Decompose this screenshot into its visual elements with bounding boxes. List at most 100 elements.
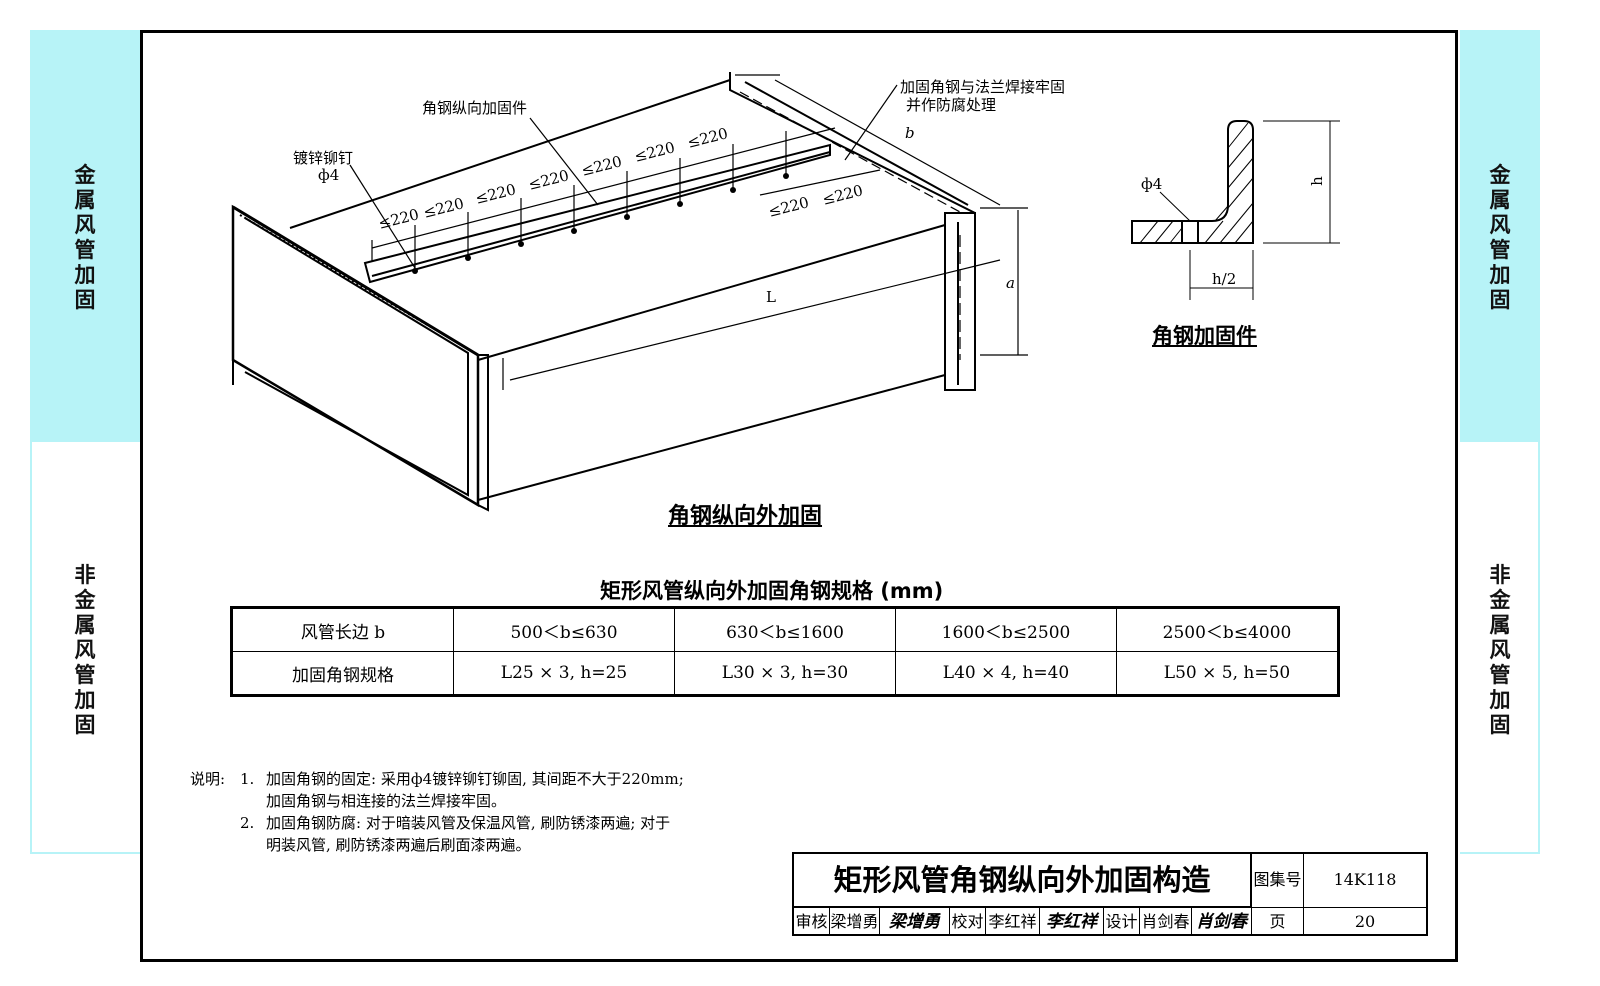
figure-title-main: 角钢纵向外加固 (668, 504, 823, 529)
angle-section (1131, 120, 1340, 300)
side-label-char: 非 (74, 563, 96, 587)
design-signature-text: 肖剑春 (1196, 912, 1247, 932)
front-flange-side (477, 354, 489, 512)
side-label-char: 管 (1489, 663, 1511, 687)
side-label-char: 加 (1489, 263, 1511, 287)
side-label-char: 管 (1489, 238, 1511, 262)
side-label-char: 风 (1489, 638, 1511, 662)
note-row: 说明: 1. 加固角钢的固定: 采用ф4镀锌铆钉铆固, 其间距不大于220mm; (190, 768, 684, 790)
table-cell: L40 × 4, h=40 (895, 651, 1117, 696)
nonmetal-section-edge-right (1538, 442, 1540, 854)
note-text: 明装风管, 刷防锈漆两遍后刷面漆两遍。 (266, 836, 531, 854)
front-flange (231, 204, 480, 508)
table-cell: 500＜b≤630 (453, 607, 675, 652)
design-signature: 肖剑春 (1192, 908, 1252, 936)
side-label-char: 固 (1489, 713, 1511, 737)
note-row: 加固角钢与相连接的法兰焊接牢固。 (190, 790, 506, 812)
table-cell: 2500＜b≤4000 (1116, 607, 1339, 652)
side-label-metal-right: 金属风管加固 (1460, 163, 1540, 313)
table-title: 矩形风管纵向外加固角钢规格 (mm) (600, 579, 944, 603)
front-flange-inner (244, 217, 469, 497)
table-cell: L25 × 3, h=25 (453, 651, 675, 696)
note-text: 加固角钢防腐: 对于暗装风管及保温风管, 刷防锈漆两遍; 对于 (266, 814, 671, 832)
metal-section-band (30, 30, 140, 442)
side-label-char: 管 (74, 238, 96, 262)
review-signature-text: 梁增勇 (889, 912, 940, 932)
note-row: 明装风管, 刷防锈漆两遍后刷面漆两遍。 (190, 834, 531, 856)
side-label-char: 金 (1489, 163, 1511, 187)
check-label: 校对 (950, 908, 986, 936)
drawing-frame (140, 30, 1458, 962)
side-label-char: 金 (74, 588, 96, 612)
angle-steel-top (363, 143, 831, 284)
check-signature: 李红祥 (1040, 908, 1104, 936)
design-label: 设计 (1104, 908, 1140, 936)
top-front-edge (477, 224, 946, 361)
label-rivet-line1: 镀锌铆钉 (293, 149, 354, 167)
atlas-label: 图集号 (1252, 854, 1304, 908)
title-block: 矩形风管角钢纵向外加固构造 图集号 14K118 审核 梁增勇 梁增勇 校对 李… (792, 852, 1428, 936)
label-dim-b: b (905, 124, 915, 142)
side-label-nonmetal: 非金属风管加固 (30, 563, 140, 738)
side-label-char: 属 (1489, 613, 1511, 637)
side-label-char: 金 (1489, 588, 1511, 612)
side-label-char: 管 (74, 663, 96, 687)
nonmetal-section-edge (30, 442, 32, 854)
spec-table: 风管长边 b 500＜b≤630 630＜b≤1600 1600＜b≤2500 … (230, 606, 1340, 697)
side-label-char: 加 (74, 263, 96, 287)
table-cell: 风管长边 b (231, 607, 454, 652)
side-label-char: 非 (1489, 563, 1511, 587)
side-label-char: 金 (74, 163, 96, 187)
page-number: 20 (1354, 912, 1376, 931)
note-text: 加固角钢的固定: 采用ф4镀锌铆钉铆固, 其间距不大于220mm; (266, 770, 684, 788)
section-hatching (1139, 122, 1254, 244)
side-label-char: 风 (1489, 213, 1511, 237)
rear-flange (944, 212, 976, 391)
table-cell: L30 × 3, h=30 (674, 651, 896, 696)
bottom-front-edge (477, 374, 946, 501)
table-cell: 630＜b≤1600 (674, 607, 896, 652)
review-label: 审核 (794, 908, 830, 936)
label-angle-reinforcement: 角钢纵向加固件 (422, 99, 528, 117)
nonmetal-section-bottom-right (1460, 852, 1540, 854)
side-label-char: 属 (74, 613, 96, 637)
check-signature-text: 李红祥 (1046, 912, 1097, 932)
dim-b (735, 74, 1001, 206)
table-cell: 加固角钢规格 (231, 651, 454, 696)
label-weld-line2: 并作防腐处理 (906, 96, 997, 114)
dim-a (980, 207, 1028, 356)
review-name: 梁增勇 (830, 908, 880, 936)
side-label-char: 风 (74, 638, 96, 662)
section-h-label: h (1307, 176, 1326, 186)
side-label-char: 属 (1489, 188, 1511, 212)
check-name: 李红祥 (986, 908, 1040, 936)
side-label-char: 加 (74, 688, 96, 712)
section-title: 角钢加固件 (1152, 324, 1257, 348)
side-label-char: 固 (1489, 288, 1511, 312)
review-signature: 梁增勇 (880, 908, 950, 936)
top-back-edge-near (289, 79, 731, 229)
leader-lines (349, 84, 898, 269)
note-row: 2. 加固角钢防腐: 对于暗装风管及保温风管, 刷防锈漆两遍; 对于 (190, 812, 670, 834)
metal-section-band-right (1460, 30, 1540, 442)
note-number: 2. (240, 814, 255, 832)
section-h-half-label: h/2 (1212, 270, 1237, 288)
label-weld-line1: 加固角钢与法兰焊接牢固 (900, 78, 1066, 96)
label-rivet-line2: ф4 (318, 166, 340, 184)
drawing-title: 矩形风管角钢纵向外加固构造 (794, 854, 1252, 908)
table-row: 加固角钢规格 L25 × 3, h=25 L30 × 3, h=30 L40 ×… (231, 651, 1339, 696)
top-angle-flange (729, 72, 976, 228)
side-label-char: 加 (1489, 688, 1511, 712)
atlas-number: 14K118 (1304, 854, 1426, 908)
side-label-metal: 金属风管加固 (30, 163, 140, 313)
label-dim-a: a (1006, 274, 1015, 292)
dim-L (502, 259, 1001, 390)
note-text: 加固角钢与相连接的法兰焊接牢固。 (266, 792, 507, 810)
nonmetal-section-bottom (30, 852, 140, 854)
notes-label: 说明: (190, 770, 226, 788)
table-row: 风管长边 b 500＜b≤630 630＜b≤1600 1600＜b≤2500 … (231, 607, 1339, 652)
section-phi-label: ф4 (1141, 175, 1163, 193)
notes: 说明: 1. 加固角钢的固定: 采用ф4镀锌铆钉铆固, 其间距不大于220mm;… (190, 768, 684, 856)
table-cell: 1600＜b≤2500 (895, 607, 1117, 652)
